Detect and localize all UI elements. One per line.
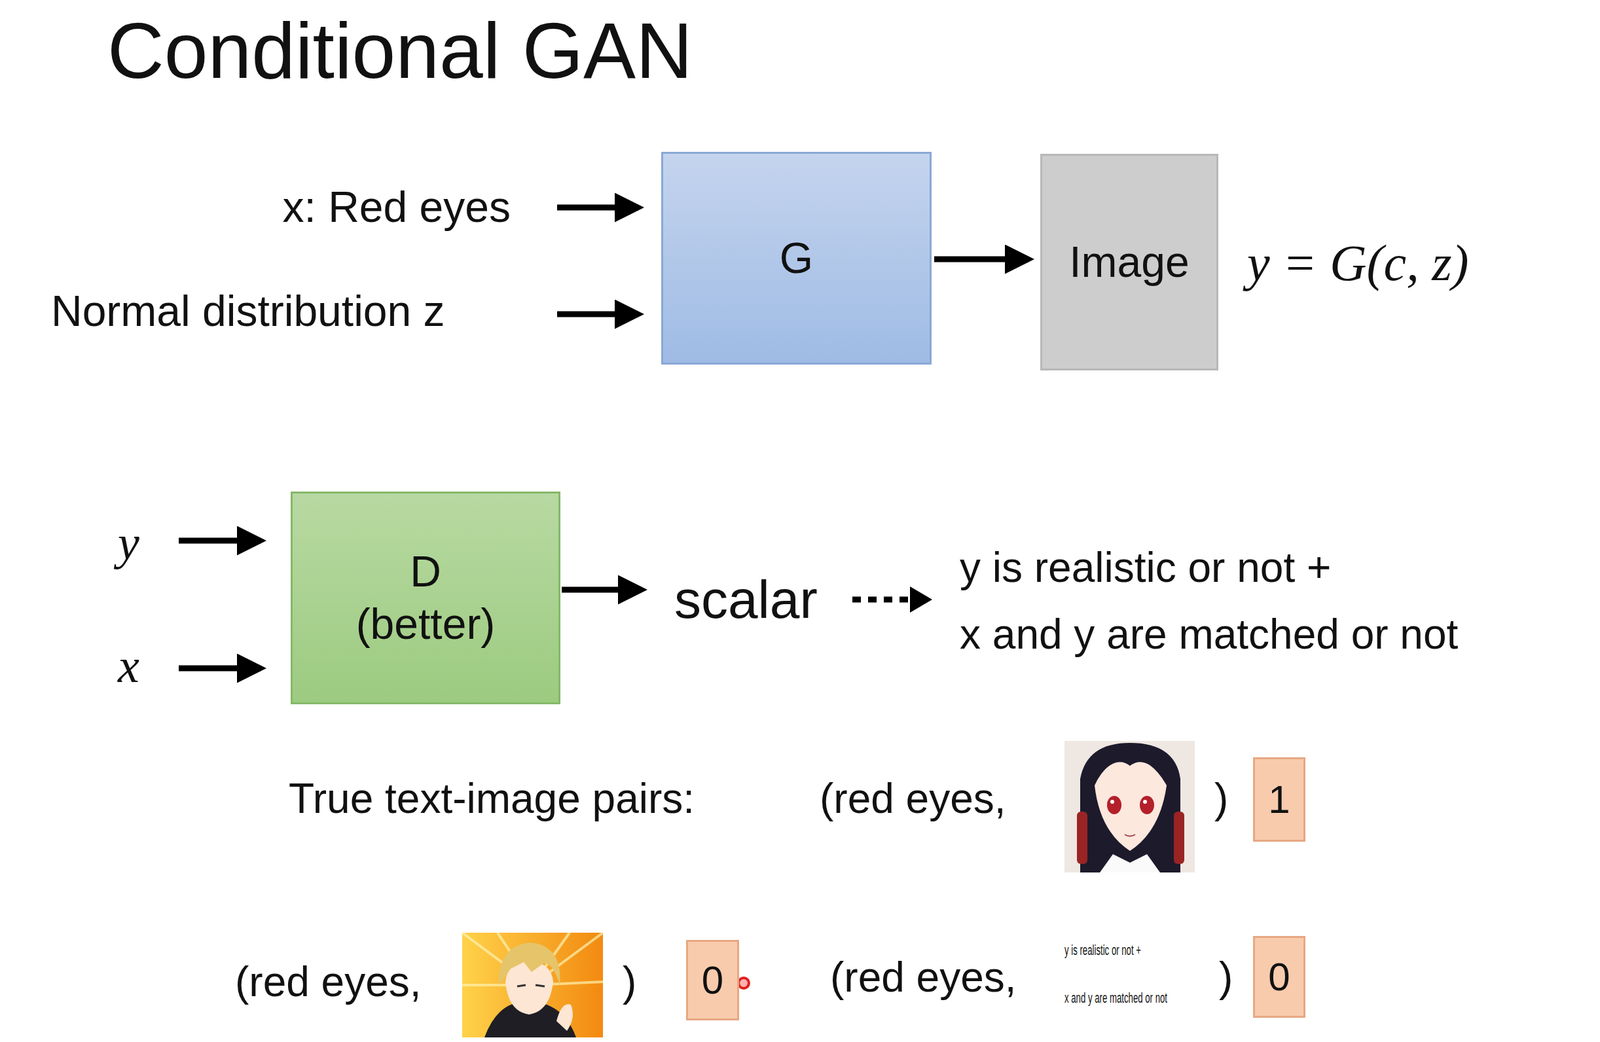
- pair-text: ): [622, 958, 637, 1007]
- dotted-arrow: [852, 586, 933, 613]
- score-box: 0: [686, 940, 740, 1021]
- output-label: scalar: [674, 568, 818, 631]
- connector-arrow: [934, 256, 1029, 263]
- node-text: D: [409, 545, 442, 598]
- cursor-dot: [738, 978, 749, 989]
- formula: y = G(c, z): [1247, 233, 1470, 293]
- image-box: Image: [1040, 153, 1219, 371]
- anime-boy-picture: [462, 932, 603, 1038]
- discriminator-box: D(better): [290, 491, 561, 705]
- pair-text: ): [1218, 953, 1233, 1003]
- input-label: x: Red eyes: [282, 182, 512, 233]
- output-note: x and y are matched or not: [959, 610, 1458, 660]
- node-text: (better): [356, 598, 496, 651]
- input-label: Normal distribution z: [51, 286, 446, 337]
- pair-text: (red eyes,: [235, 958, 422, 1007]
- node-text: Image: [1069, 236, 1189, 289]
- generator-box: G: [661, 151, 932, 365]
- node-text: 1: [1268, 776, 1290, 824]
- row-heading: True text-image pairs:: [288, 775, 695, 824]
- score-box: 1: [1253, 757, 1306, 842]
- node-text: 0: [1268, 953, 1290, 1001]
- diagram-title: Conditional GAN: [107, 5, 693, 96]
- pair-text: ): [1214, 775, 1229, 824]
- variable-label: x: [117, 638, 140, 694]
- text-as-image: x and y are matched or not: [1064, 989, 1168, 1007]
- anime-girl-picture: [1064, 741, 1195, 873]
- variable-label: y: [117, 515, 140, 571]
- output-note: y is realistic or not +: [959, 544, 1331, 593]
- node-text: G: [779, 232, 814, 285]
- node-text: 0: [701, 957, 724, 1005]
- pair-text: (red eyes,: [819, 775, 1007, 824]
- score-box: 0: [1253, 936, 1306, 1019]
- pair-text: (red eyes,: [830, 953, 1017, 1003]
- text-as-image: y is realistic or not +: [1064, 942, 1142, 959]
